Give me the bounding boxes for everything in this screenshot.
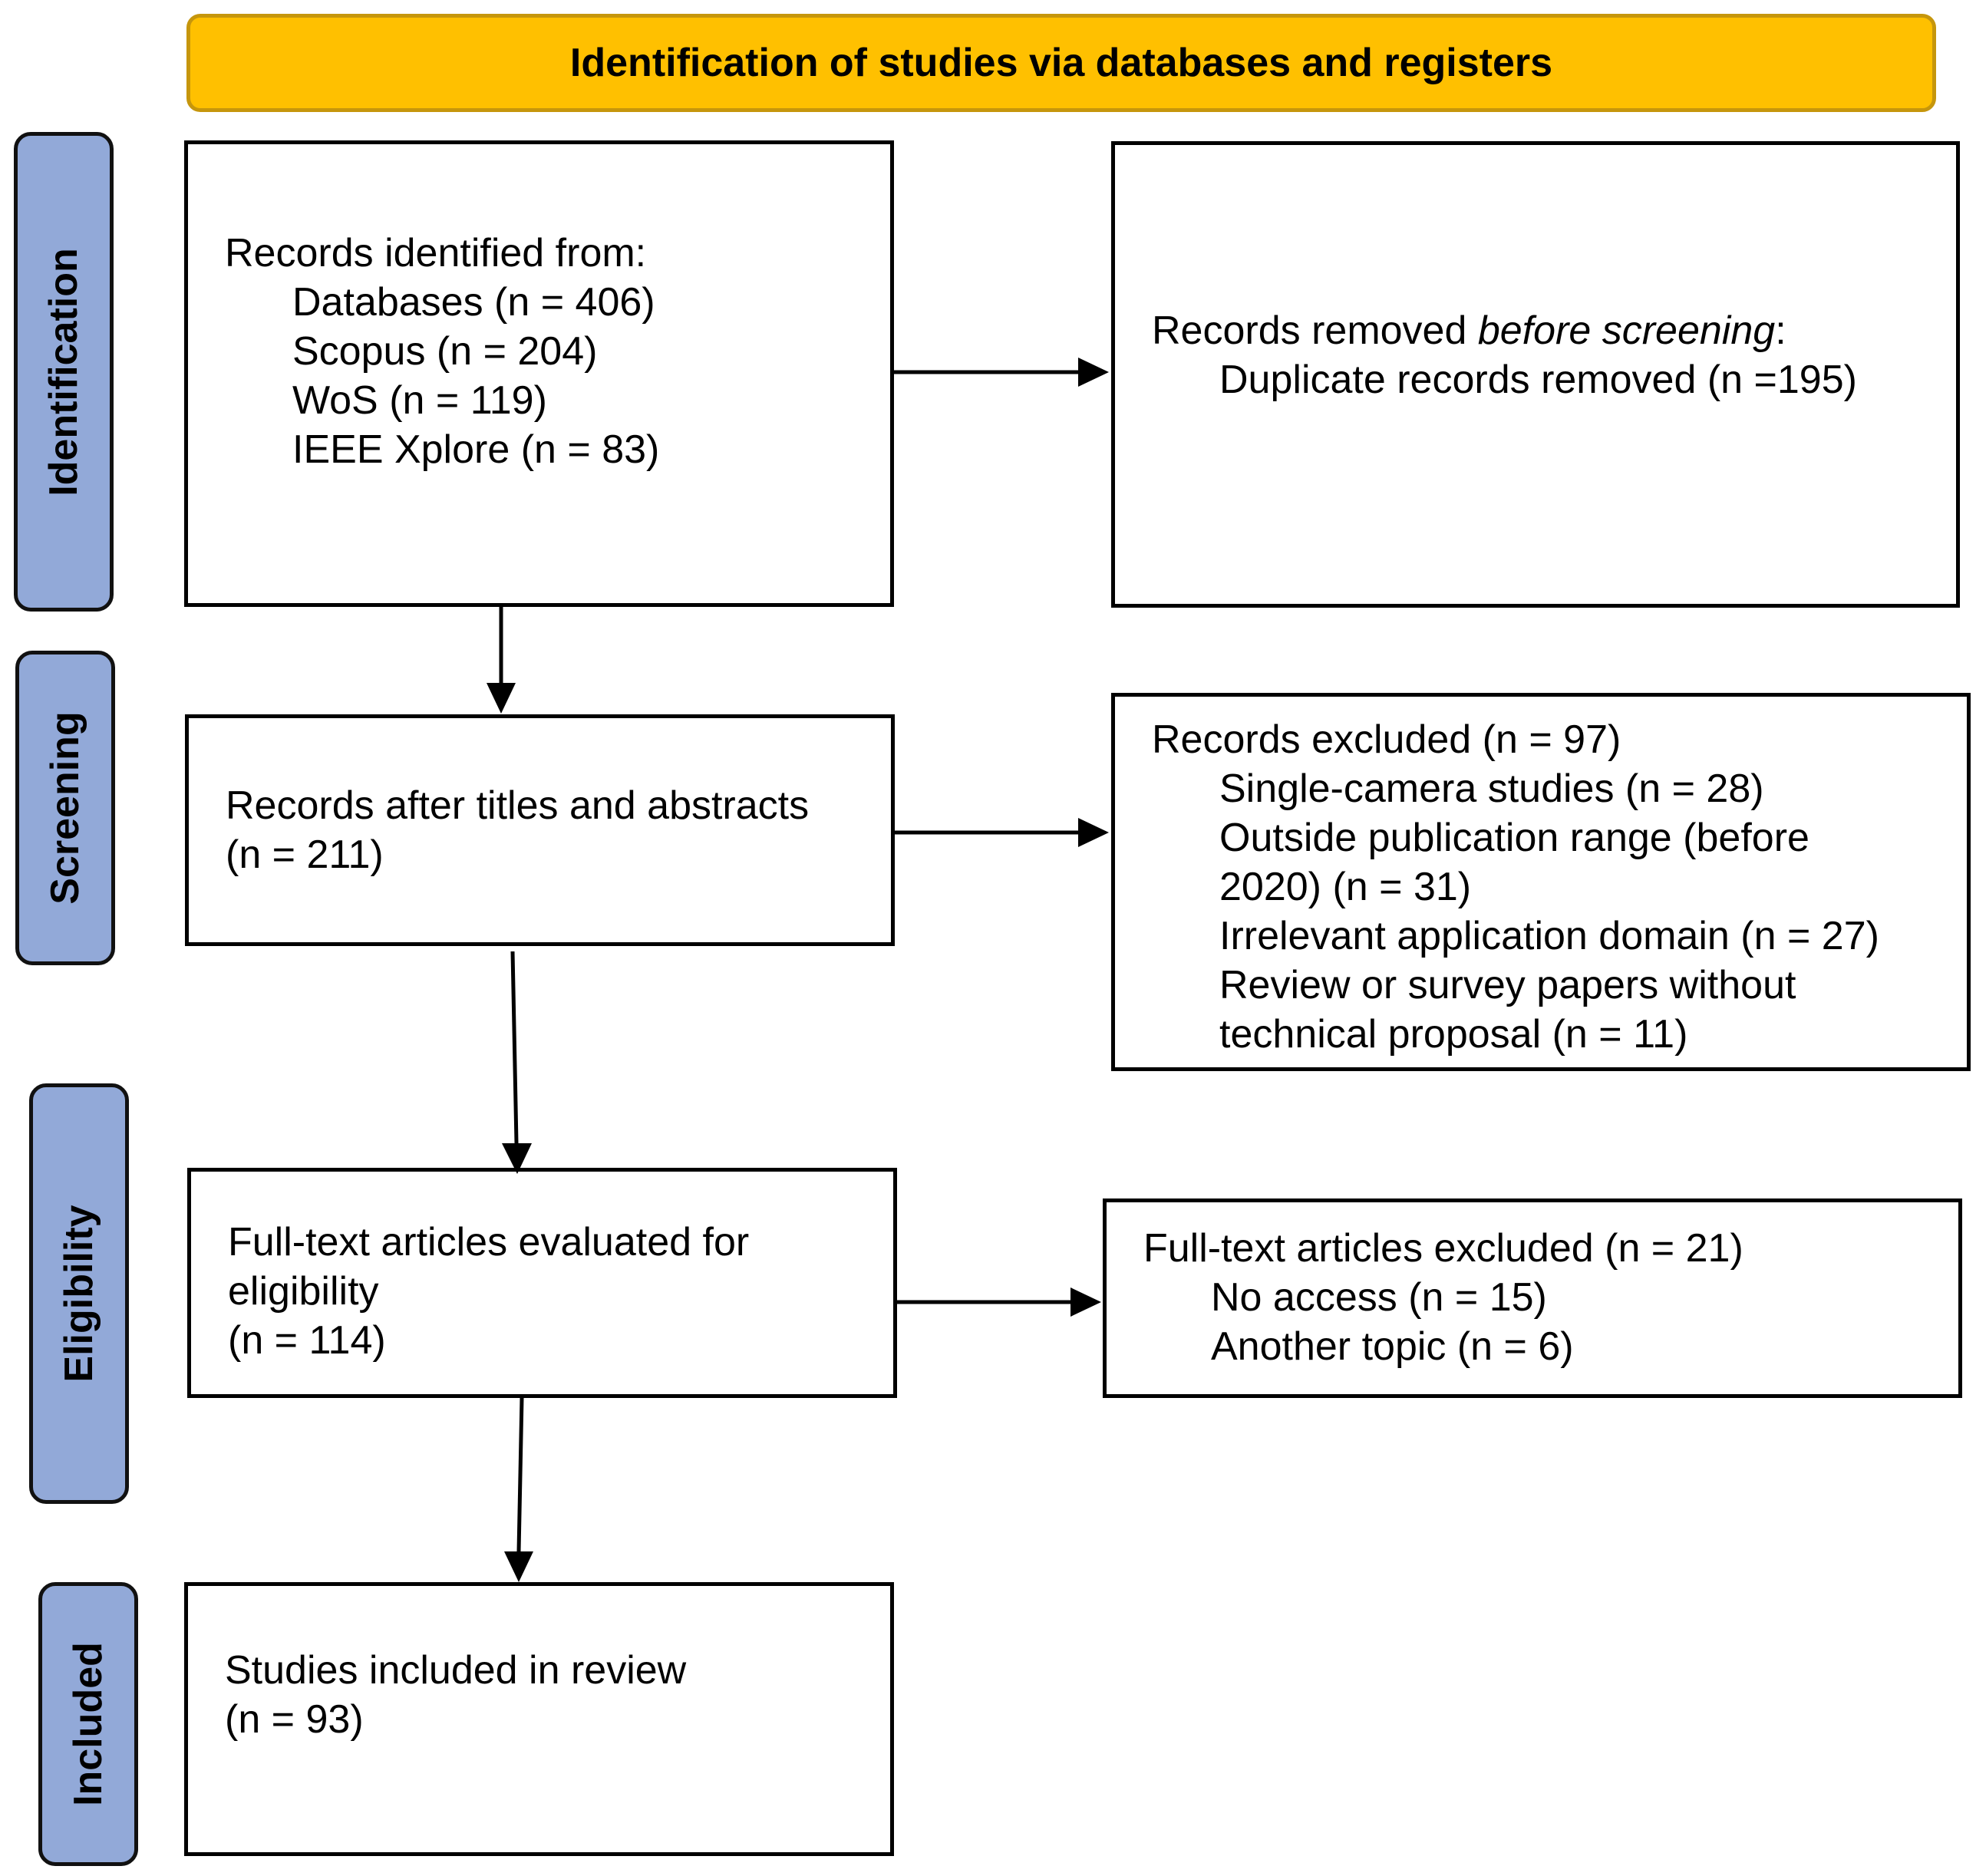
records-excluded-item: Irrelevant application domain (n = 27) [1219,914,1879,958]
records-screened-count: (n = 211) [226,832,384,877]
arrowhead [502,1143,532,1174]
records-screened-box: Records after titles and abstracts (n = … [185,714,895,946]
arrow-eligibility-to-included [516,1397,524,1552]
phase-included: Included [38,1582,138,1866]
records-identified-item: IEEE Xplore (n = 83) [292,427,660,472]
records-identified-item: Scopus (n = 204) [292,329,598,374]
records-excluded-item: 2020) (n = 31) [1219,865,1472,909]
fulltext-evaluated-count: (n = 114) [228,1318,386,1363]
header-title: Identification of studies via databases … [569,41,1553,85]
fulltext-excluded-item: No access (n = 15) [1211,1275,1547,1320]
records-removed-heading: Records removed before screening: [1152,308,1786,353]
records-excluded-item: Single-camera studies (n = 28) [1219,767,1764,811]
records-screened-line: Records after titles and abstracts [226,783,810,828]
phase-identification: Identification [14,132,114,612]
records-excluded-box: Records excluded (n = 97) Single-camera … [1111,693,1971,1071]
arrowhead [1078,818,1109,847]
arrowhead [1070,1287,1101,1317]
arrowhead [487,683,516,714]
records-excluded-item: technical proposal (n = 11) [1219,1012,1688,1057]
arrow-screened-to-eligibility [510,951,519,1144]
records-identified-heading: Records identified from: [225,231,647,275]
phase-eligibility: Eligibility [29,1083,129,1504]
header-banner: Identification of studies via databases … [186,14,1936,112]
studies-included-box: Studies included in review (n = 93) [184,1582,894,1856]
studies-included-count: (n = 93) [225,1697,364,1742]
fulltext-evaluated-line: eligibility [228,1269,379,1314]
records-identified-box: Records identified from: Databases (n = … [184,140,894,607]
fulltext-evaluated-line: Full-text articles evaluated for [228,1220,750,1264]
phase-screening: Screening [15,651,115,965]
studies-included-line: Studies included in review [225,1648,687,1693]
records-excluded-item: Outside publication range (before [1219,816,1809,860]
records-removed-item: Duplicate records removed (n =195) [1219,358,1857,402]
fulltext-evaluated-box: Full-text articles evaluated for eligibi… [187,1168,897,1398]
records-removed-box: Records removed before screening: Duplic… [1111,141,1960,608]
arrowhead [504,1551,533,1582]
fulltext-excluded-item: Another topic (n = 6) [1211,1324,1574,1369]
fulltext-excluded-box: Full-text articles excluded (n = 21) No … [1103,1198,1962,1398]
records-identified-item: WoS (n = 119) [292,378,547,423]
fulltext-excluded-heading: Full-text articles excluded (n = 21) [1143,1226,1743,1271]
arrowhead [1078,358,1109,387]
records-excluded-item: Review or survey papers without [1219,963,1796,1007]
records-identified-item: Databases (n = 406) [292,280,655,325]
records-excluded-heading: Records excluded (n = 97) [1152,717,1621,762]
